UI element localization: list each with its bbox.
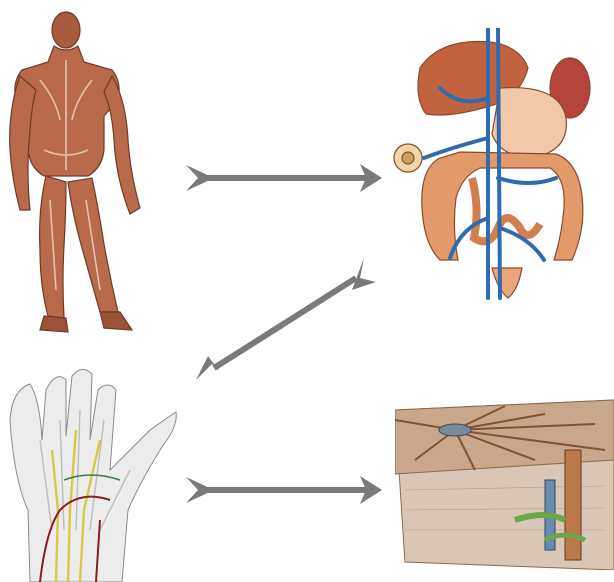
diagram-canvas [0,0,614,582]
arrow-hand-to-tissue [0,0,614,582]
